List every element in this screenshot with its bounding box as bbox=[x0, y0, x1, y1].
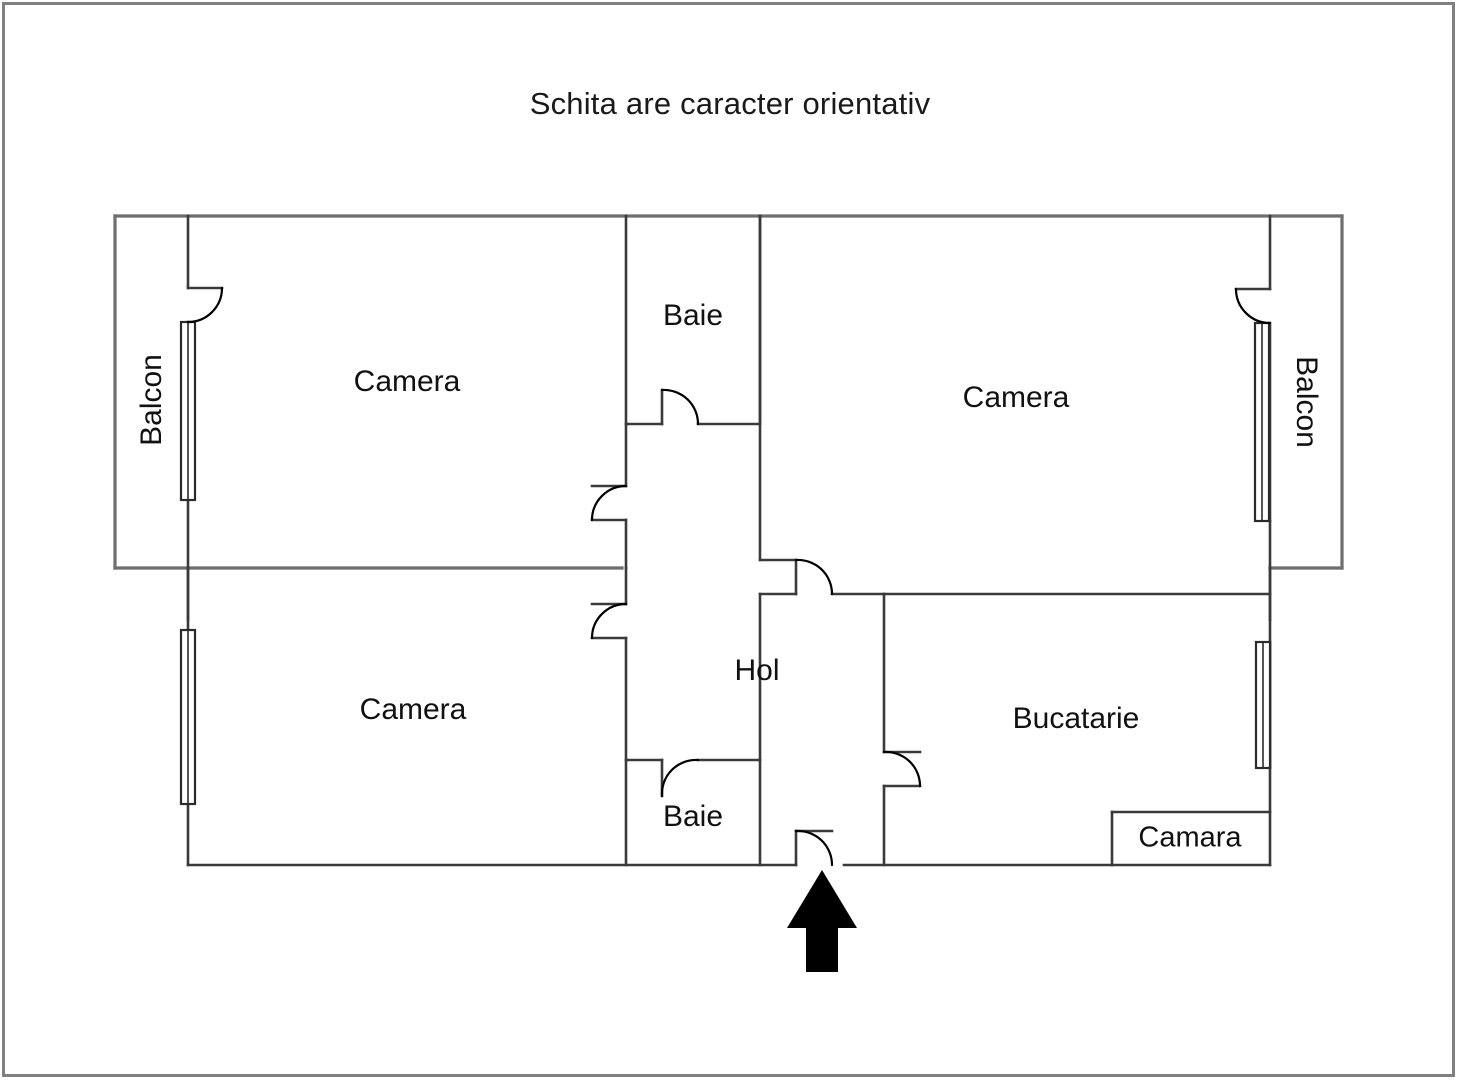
room-label-balcon-right: Balcon bbox=[1290, 356, 1323, 448]
room-label-camera-bottom-left: Camera bbox=[359, 693, 467, 726]
room-label-baie-top: Baie bbox=[662, 299, 724, 332]
door-arc-camera-top-right bbox=[794, 558, 834, 596]
entrance-direction-arrow bbox=[787, 870, 857, 972]
arrow-up-icon bbox=[787, 870, 857, 972]
room-label-hol: Hol bbox=[734, 654, 780, 687]
door-arc-bucatarie bbox=[882, 750, 922, 788]
door-arc-hol-lower bbox=[590, 602, 628, 640]
window-mullions bbox=[187, 322, 1264, 804]
interior-walls bbox=[186, 214, 1272, 867]
door-arc-entrance bbox=[794, 829, 834, 867]
room-label-camera-top-left: Camera bbox=[353, 365, 461, 398]
page-title: Schita are caracter orientativ bbox=[529, 86, 931, 121]
room-label-baie-bottom: Baie bbox=[662, 800, 724, 833]
door-arc-baie-top bbox=[660, 388, 700, 426]
door-arc-balcon-right bbox=[1234, 287, 1272, 325]
outer-walls bbox=[113, 214, 1344, 570]
door-arc-balcon-left bbox=[186, 286, 224, 324]
room-label-balcon-left: Balcon bbox=[135, 354, 168, 446]
room-label-bucatarie: Bucatarie bbox=[1012, 702, 1140, 735]
door-arcs bbox=[186, 286, 1272, 867]
door-arc-baie-bottom bbox=[660, 758, 700, 798]
door-arc-hol-upper bbox=[590, 484, 628, 522]
room-label-camara: Camara bbox=[1138, 821, 1242, 854]
room-label-camera-top-right: Camera bbox=[962, 381, 1070, 414]
